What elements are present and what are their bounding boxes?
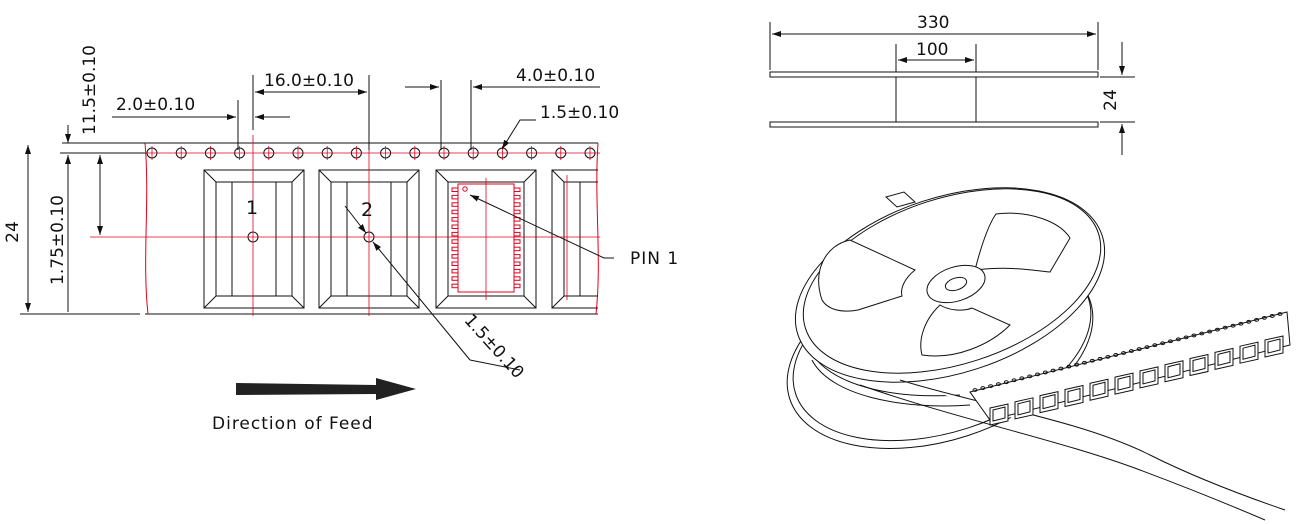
ic-lead xyxy=(513,224,521,229)
reel-tape-hole xyxy=(988,384,994,389)
ic-lead xyxy=(451,261,459,266)
pocket-number-1: 1 xyxy=(246,197,258,219)
reel-tape-hole xyxy=(972,388,978,392)
dim-reel-width: 24 xyxy=(1101,89,1121,111)
pocket-1 xyxy=(203,169,305,309)
ic-lead xyxy=(513,283,521,289)
dim-edge-to-hole: 1.75±0.10 xyxy=(48,195,68,285)
reel-tape-hole xyxy=(1238,321,1244,326)
feed-direction-arrow xyxy=(236,378,416,400)
reel-tape-hole xyxy=(1230,323,1236,328)
reel-tape-hole xyxy=(1152,343,1158,348)
reel-tape-hole xyxy=(1121,351,1127,355)
reel-tape-hole xyxy=(1011,378,1017,383)
ic-lead xyxy=(451,209,459,215)
pin-1-label: PIN 1 xyxy=(630,249,679,269)
ic-lead xyxy=(451,246,459,252)
ic-lead xyxy=(513,231,521,237)
reel-tape-hole xyxy=(1105,354,1111,359)
reel-tape-hole xyxy=(1050,368,1056,373)
ic-lead xyxy=(513,261,521,266)
reel-tape-hole xyxy=(980,386,986,390)
reel-tape-hole xyxy=(1191,333,1197,338)
reel-tape-hole xyxy=(1042,370,1048,375)
dim-tape-width: 24 xyxy=(3,221,23,243)
reel-tape-hole xyxy=(1113,353,1119,357)
reel-tape-hole xyxy=(1160,341,1166,346)
reel-tape-hole xyxy=(1136,347,1142,351)
reel-tape-hole xyxy=(1246,319,1252,324)
pocket-4-partial xyxy=(551,169,598,309)
pocket-number-2: 2 xyxy=(361,199,373,221)
ic-lead xyxy=(513,246,521,252)
reel-side-view xyxy=(769,22,1135,155)
ic-lead xyxy=(451,224,459,229)
ic-lead xyxy=(513,187,521,192)
reel-tape-hole xyxy=(1214,327,1220,332)
dim-pocket-pitch: 16.0±0.10 xyxy=(264,71,354,91)
ic-lead xyxy=(451,268,459,274)
ic-lead xyxy=(451,283,459,289)
reel-tape-hole xyxy=(1222,325,1228,330)
ic-lead xyxy=(513,202,521,207)
dim-hole-diameter: 1.5±0.10 xyxy=(540,103,619,123)
reel-isometric xyxy=(786,187,1291,521)
ic-lead xyxy=(451,187,459,192)
ic-lead xyxy=(451,202,459,207)
ic-lead xyxy=(513,254,521,259)
ic-lead xyxy=(451,217,459,222)
ic-lead xyxy=(451,239,459,244)
ic-lead xyxy=(451,231,459,237)
dim-hole-to-pocket: 2.0±0.10 xyxy=(116,95,195,115)
reel-tape-hole xyxy=(1066,364,1072,369)
carrier-tape xyxy=(20,75,614,371)
ic-lead xyxy=(513,276,521,281)
reel-tape-hole xyxy=(995,382,1001,387)
ic-lead xyxy=(451,276,459,281)
reel-tape-hole xyxy=(1207,329,1213,334)
reel-tape-hole xyxy=(1261,315,1267,320)
ic-lead xyxy=(513,209,521,215)
reel-side-labels: 330 100 24 xyxy=(916,13,1121,111)
reel-tape-hole xyxy=(1019,376,1025,381)
ic-lead xyxy=(451,194,459,200)
dim-hub-diameter: 100 xyxy=(916,40,948,60)
reel-tape-hole xyxy=(1089,358,1095,363)
dim-reel-diameter: 330 xyxy=(917,13,949,33)
reel-tape-hole xyxy=(1035,372,1041,377)
dim-sprocket-pitch: 4.0±0.10 xyxy=(516,66,595,86)
feed-direction-label: Direction of Feed xyxy=(212,414,374,434)
reel-tape-hole xyxy=(1183,335,1189,340)
centerlines xyxy=(90,135,600,316)
reel-tape-hole xyxy=(1097,356,1103,361)
reel-tape-hole xyxy=(1168,339,1174,344)
reel-tape-hole xyxy=(1175,337,1181,342)
dim-centerline: 11.5±0.10 xyxy=(80,45,100,135)
reel-tape-hole xyxy=(1269,314,1275,318)
reel-tape-hole xyxy=(1144,345,1150,350)
reel-tape-hole xyxy=(1199,331,1205,336)
reel-tape-hole xyxy=(1254,317,1260,322)
ic-lead xyxy=(513,194,521,200)
reel-tape-hole xyxy=(1003,380,1009,385)
ic-lead xyxy=(451,254,459,259)
reel-tape-hole xyxy=(1074,362,1080,367)
reel-tape-hole xyxy=(1081,360,1087,365)
ic-lead xyxy=(513,268,521,274)
reel-tape-hole xyxy=(1277,312,1283,316)
reel-tape-hole xyxy=(1058,366,1064,371)
reel-tape-hole xyxy=(1128,349,1134,353)
ic-lead xyxy=(513,239,521,244)
reel-tape-hole xyxy=(1027,374,1033,379)
tape-labels: 24 1.75±0.10 11.5±0.10 2.0±0.10 16.0±0.1… xyxy=(3,45,679,434)
dim-pocket-hole: 1.5±0.10 xyxy=(460,311,528,383)
